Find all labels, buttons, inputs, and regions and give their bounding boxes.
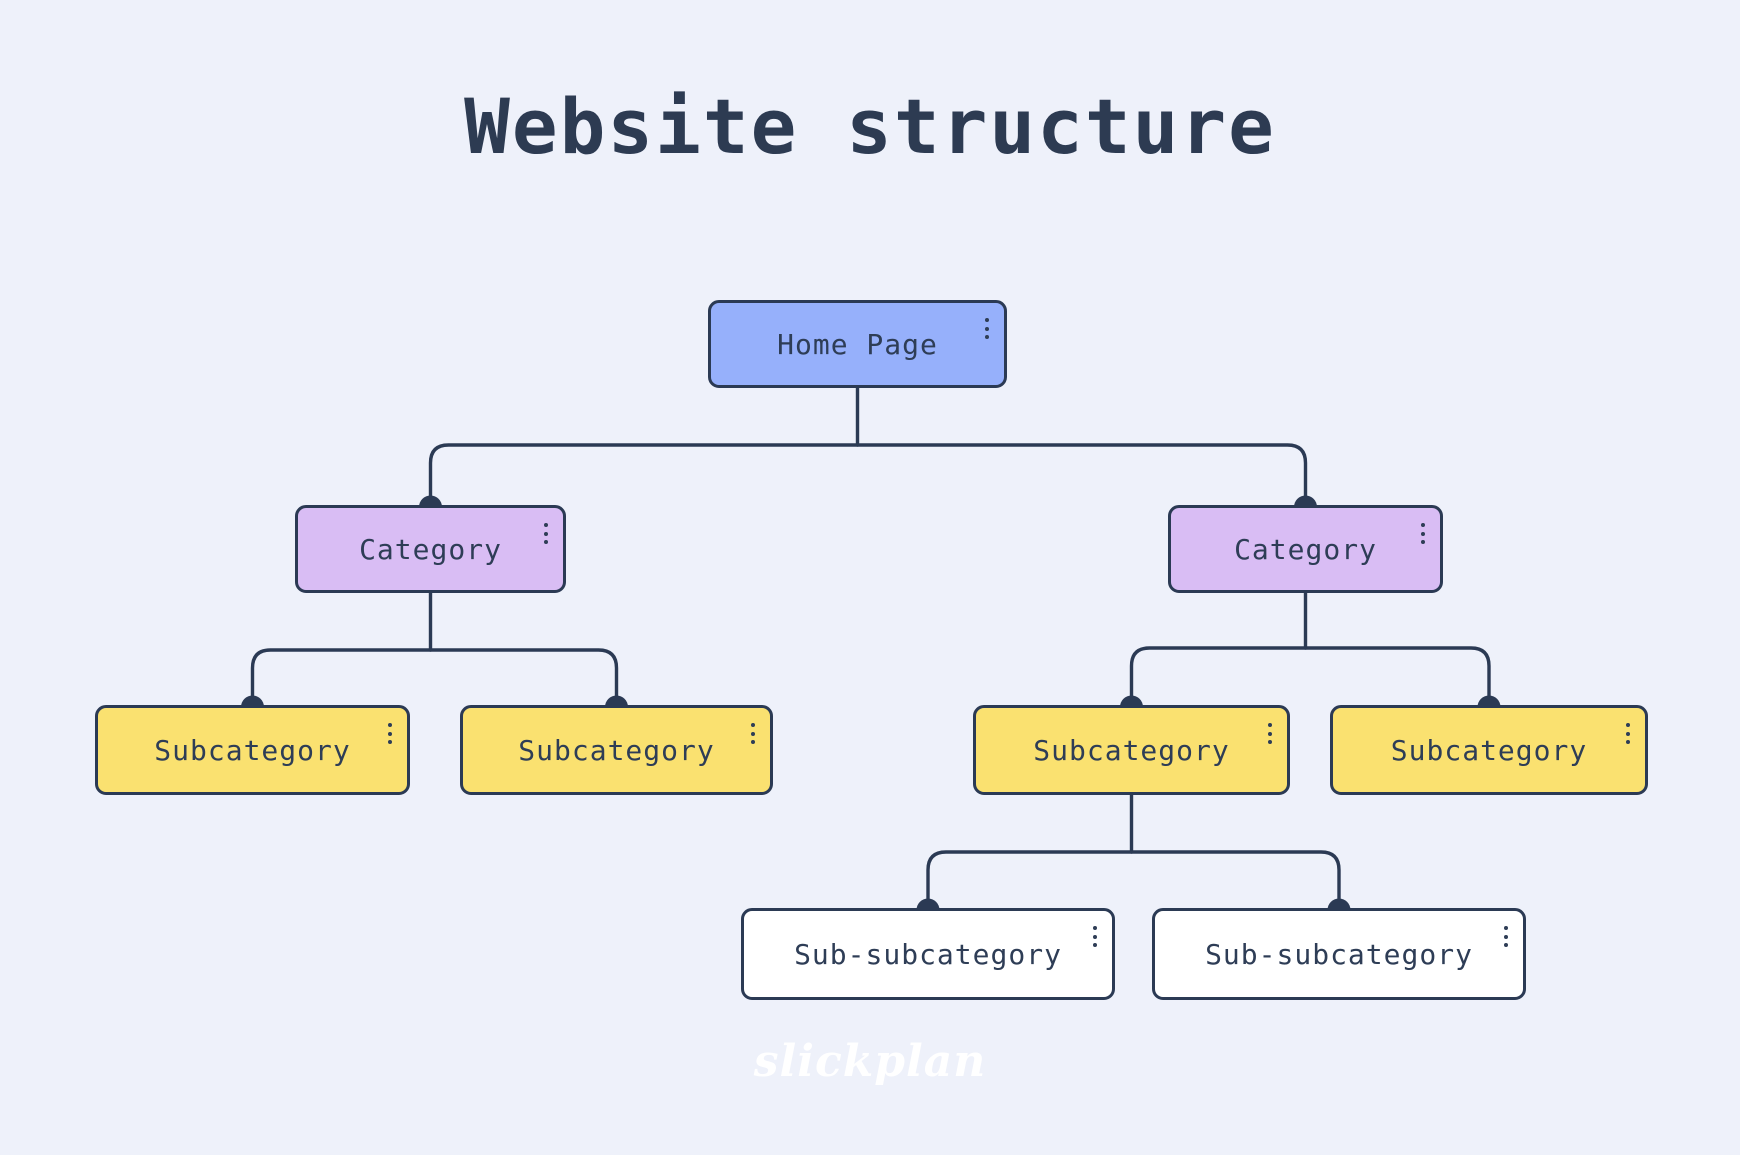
node-label: Category [359, 532, 502, 566]
node-sub-subcategory-2[interactable]: Sub-subcategory [1152, 908, 1526, 1000]
kebab-vertical-icon[interactable] [386, 721, 394, 746]
node-label: Subcategory [1390, 733, 1588, 767]
node-subcategory-2[interactable]: Subcategory [460, 705, 773, 795]
node-category-left[interactable]: Category [295, 505, 566, 593]
kebab-vertical-icon[interactable] [1624, 721, 1632, 746]
node-label: Subcategory [518, 733, 715, 767]
kebab-vertical-icon[interactable] [1419, 521, 1427, 546]
kebab-vertical-icon[interactable] [1502, 924, 1510, 949]
kebab-vertical-icon[interactable] [1266, 721, 1274, 746]
node-category-right[interactable]: Category [1168, 505, 1443, 593]
node-sub-subcategory-1[interactable]: Sub-subcategory [741, 908, 1115, 1000]
kebab-vertical-icon[interactable] [749, 721, 757, 746]
node-label: Home Page [777, 327, 938, 361]
node-subcategory-3[interactable]: Subcategory [973, 705, 1290, 795]
node-subcategory-1[interactable]: Subcategory [95, 705, 410, 795]
node-label: Subcategory [1033, 733, 1230, 767]
kebab-vertical-icon[interactable] [1091, 924, 1099, 949]
node-label: Category [1234, 532, 1377, 566]
node-subcategory-4[interactable]: Subcategory [1330, 705, 1648, 795]
kebab-vertical-icon[interactable] [983, 316, 991, 341]
page-title: Website structure [464, 82, 1276, 171]
node-home-page[interactable]: Home Page [708, 300, 1007, 388]
kebab-vertical-icon[interactable] [542, 521, 550, 546]
slickplan-logo: slickplan [753, 1036, 987, 1087]
node-label: Subcategory [154, 733, 351, 767]
node-label: Sub-subcategory [794, 937, 1062, 971]
node-label: Sub-subcategory [1205, 937, 1473, 971]
